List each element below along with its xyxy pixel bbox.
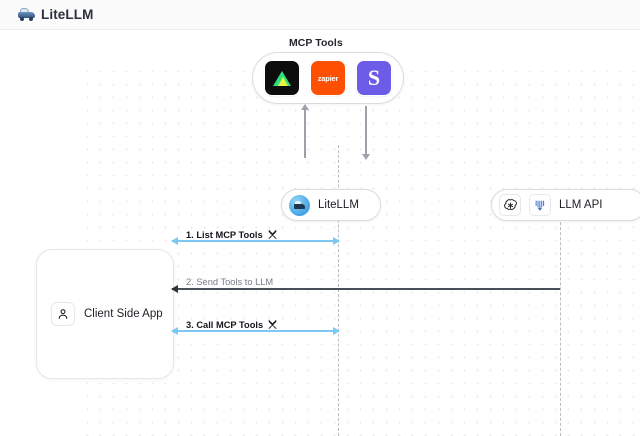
litellm-avatar-icon [289,194,310,216]
top-bar: LiteLLM [0,0,640,30]
message-2-label-wrap: 2. Send Tools to LLM [186,277,273,287]
message-3-arrowhead-right [333,326,340,335]
message-1-label: 1. List MCP Tools [186,229,263,240]
tool-chip-slack[interactable]: S [357,61,391,95]
message-2-arrowhead-left [171,284,178,293]
message-1-line [172,240,339,242]
slack-letter: S [367,65,381,90]
tools-icon [267,229,278,240]
tool-chip-dub[interactable] [265,61,299,95]
node-client-side-app[interactable]: Client Side App [36,249,174,379]
message-3-line [172,330,339,332]
mcp-tools-group[interactable]: zapier S [252,52,404,104]
zapier-wordmark: zapier [317,73,339,83]
message-1-arrowhead-right [333,236,340,245]
arrow-litellm-to-mcp-head [300,104,309,110]
litellm-car-icon [18,8,35,21]
message-2-line [172,288,560,290]
arrow-mcp-to-litellm-head [361,154,370,160]
node-llm-api[interactable]: LLM API [491,189,640,221]
tools-icon [267,319,278,330]
anthropic-icon [529,194,551,216]
message-1-arrow [171,236,340,245]
message-3-label: 3. Call MCP Tools [186,319,264,330]
lifeline-litellm [338,145,339,436]
message-2-label: 2. Send Tools to LLM [186,277,274,287]
message-1-label-wrap: 1. List MCP Tools [186,229,278,240]
brand[interactable]: LiteLLM [18,7,93,22]
dub-triangle-icon [273,70,291,86]
message-3-arrowhead-left [171,326,178,335]
node-litellm-label: LiteLLM [318,199,359,211]
openai-icon [499,194,521,216]
message-1-arrowhead-left [171,236,178,245]
message-3-label-wrap: 3. Call MCP Tools [186,319,278,330]
message-3-arrow [171,326,340,335]
arrow-litellm-to-mcp-line [304,110,306,158]
message-2-arrow [171,284,560,293]
brand-name: LiteLLM [41,7,94,22]
arrow-mcp-to-litellm-line [365,106,367,154]
diagram-canvas: MCP Tools zapier S LiteLLM [0,30,640,436]
tool-chip-zapier[interactable]: zapier [311,61,345,95]
node-litellm[interactable]: LiteLLM [281,189,381,221]
node-llm-api-label: LLM API [559,199,603,211]
node-client-side-app-label: Client Side App [84,308,163,320]
mcp-tools-label: MCP Tools [289,37,343,49]
lifeline-llm-api [560,192,561,436]
person-icon [51,302,75,326]
